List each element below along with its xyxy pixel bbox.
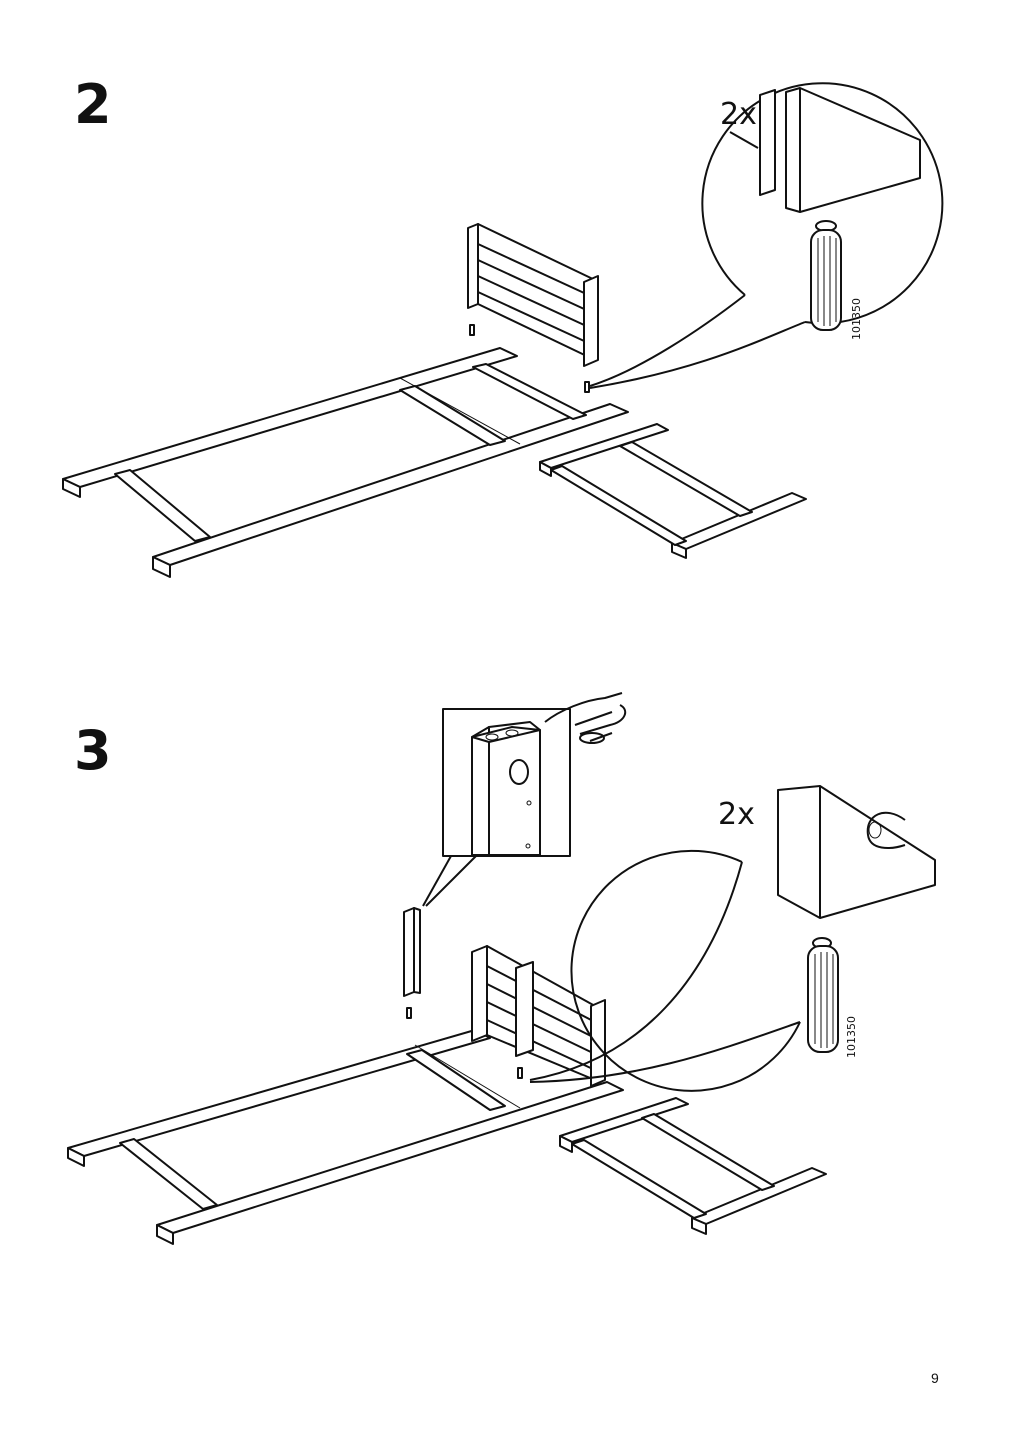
step-3-number: 3	[74, 719, 112, 782]
step-2-quantity: 2x	[720, 97, 757, 132]
step-3-leg-piece	[403, 907, 421, 1019]
step-3-quantity: 2x	[718, 797, 755, 832]
step-2-small-frame	[539, 423, 807, 559]
step-2-bed-frame	[62, 347, 629, 578]
step-3-detail-callout	[529, 785, 936, 1092]
step-2-part-number: 101350	[850, 298, 863, 340]
step-2-illustration	[62, 82, 944, 578]
step-2-headboard	[467, 223, 599, 393]
step-3-headboard	[471, 945, 606, 1087]
step-3-small-frame	[559, 1097, 827, 1235]
step-3-leg-detail-inset	[422, 692, 627, 907]
step-2-detail-callout	[589, 82, 944, 389]
step-3-bed-frame	[67, 1029, 624, 1245]
step-3-illustration	[67, 692, 936, 1245]
page-number: 9	[931, 1370, 939, 1386]
step-3-part-number: 101350	[845, 1016, 858, 1058]
step-2-number: 2	[74, 73, 112, 136]
